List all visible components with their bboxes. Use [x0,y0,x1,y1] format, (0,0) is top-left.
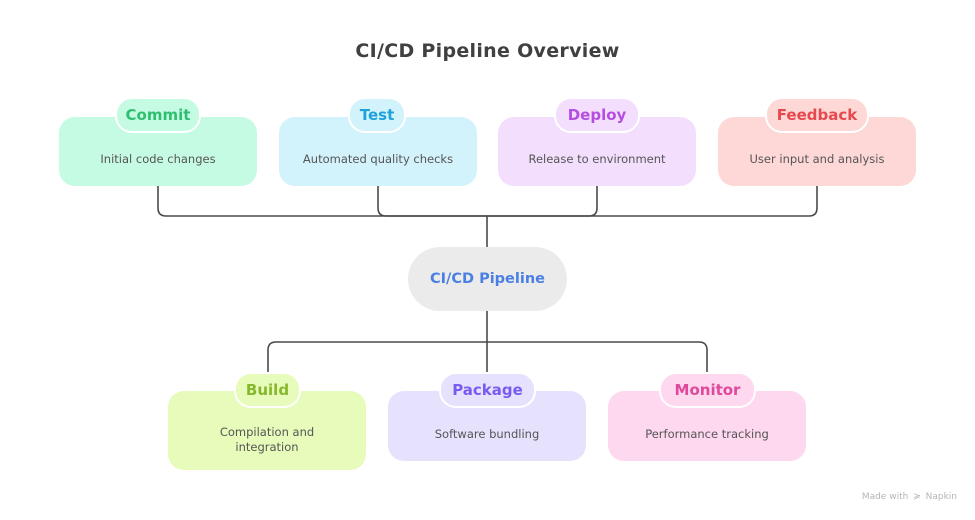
connector-test [377,186,487,217]
footer-prefix: Made with [861,492,909,502]
napkin-logo-icon: ≽ [913,492,921,502]
diagram-title: CI/CD Pipeline Overview [355,40,620,62]
connector-feedback [487,186,818,217]
connector-commit [157,186,487,217]
node-label-build: Build [234,372,301,408]
node-label-monitor: Monitor [659,372,756,408]
made-with-napkin[interactable]: Made with ≽ Napkin [862,492,957,502]
node-label-test: Test [348,97,406,133]
node-description: User input and analysis [749,152,885,166]
central-node: CI/CD Pipeline [408,247,567,311]
node-label-feedback: Feedback [765,97,869,133]
description-line: Compilation and [219,425,315,439]
connector-monitor [487,341,708,372]
node-label-commit: Commit [115,97,201,133]
connector-build [267,341,487,372]
description-line: integration [235,440,299,454]
connector-deploy [487,186,598,217]
node-label-package: Package [439,372,536,408]
node-description: Release to environment [528,152,666,166]
node-description: Performance tracking [645,427,769,441]
node-description: Automated quality checks [302,152,454,166]
node-description: Software bundling [434,427,540,441]
node-description: Initial code changes [100,152,216,166]
node-label-deploy: Deploy [554,97,640,133]
node-package: Software bundling [388,391,586,461]
node-description: Compilation and integration [168,425,366,455]
footer-brand: Napkin [925,492,957,502]
node-commit: Initial code changes [59,117,257,186]
